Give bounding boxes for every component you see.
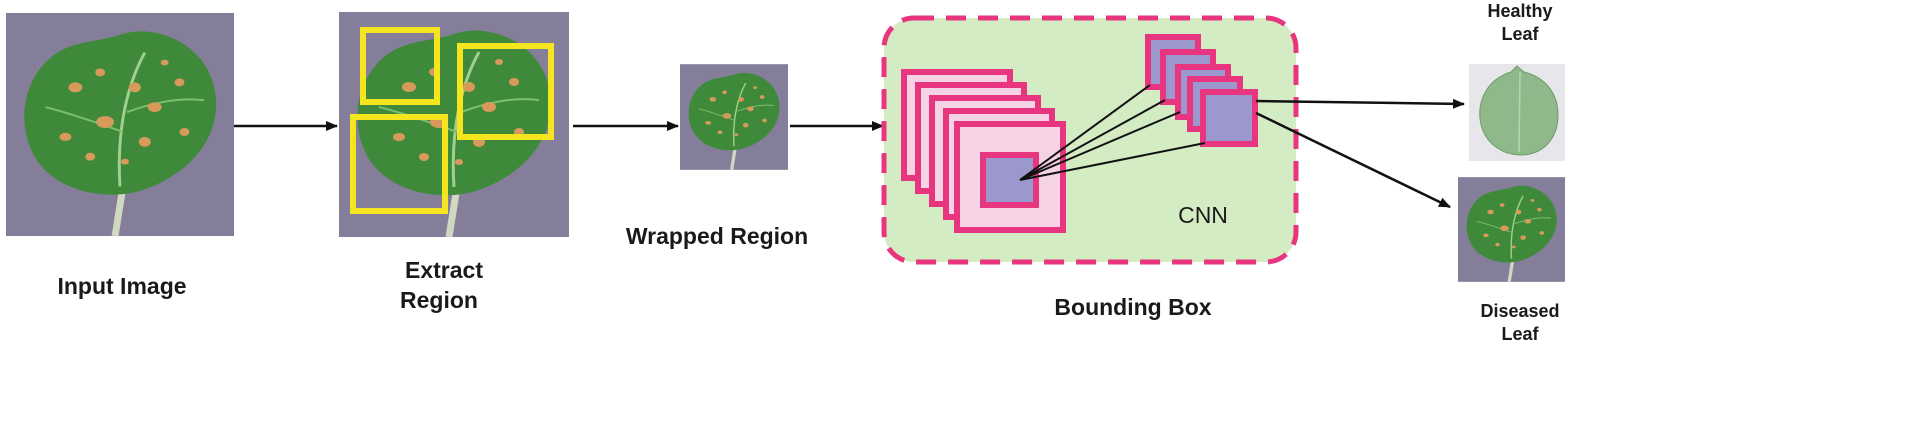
healthy-leaf-label-line1: Healthy	[1487, 1, 1553, 21]
input-image-label: Input Image	[57, 273, 187, 299]
region-box-3	[350, 114, 448, 214]
region-box-2	[457, 43, 554, 140]
cnn-label: CNN	[1178, 202, 1228, 228]
extract-region-label-line2: Region	[400, 286, 478, 313]
arrow-to-healthy	[1255, 98, 1465, 109]
diseased-leaf-label: Diseased Leaf	[1465, 300, 1575, 347]
extract-region-image	[339, 12, 569, 237]
healthy-leaf-label-line2: Leaf	[1501, 24, 1539, 45]
healthy-leaf-image	[1469, 64, 1565, 161]
output-map-5	[1200, 89, 1258, 147]
wrapped-region-label: Wrapped Region	[625, 223, 809, 249]
input-image	[6, 13, 234, 236]
extract-region-label-line1: Extract	[405, 257, 483, 283]
region-box-1	[360, 27, 440, 105]
diseased-leaf-label-line2: Leaf	[1501, 324, 1539, 345]
kernel-window	[980, 152, 1039, 208]
diseased-leaf-image	[1458, 177, 1565, 282]
projection-lines	[1019, 84, 1206, 181]
output-map-stack	[1145, 34, 1258, 147]
diseased-leaf-label-line1: Diseased	[1480, 301, 1560, 321]
extract-region-label: Extract Region	[372, 256, 516, 316]
arrow-to-diseased	[1255, 111, 1451, 209]
bounding-box-label: Bounding Box	[1054, 294, 1212, 320]
healthy-leaf-label: Healthy Leaf	[1472, 0, 1568, 47]
wrapped-region-image	[680, 64, 788, 170]
